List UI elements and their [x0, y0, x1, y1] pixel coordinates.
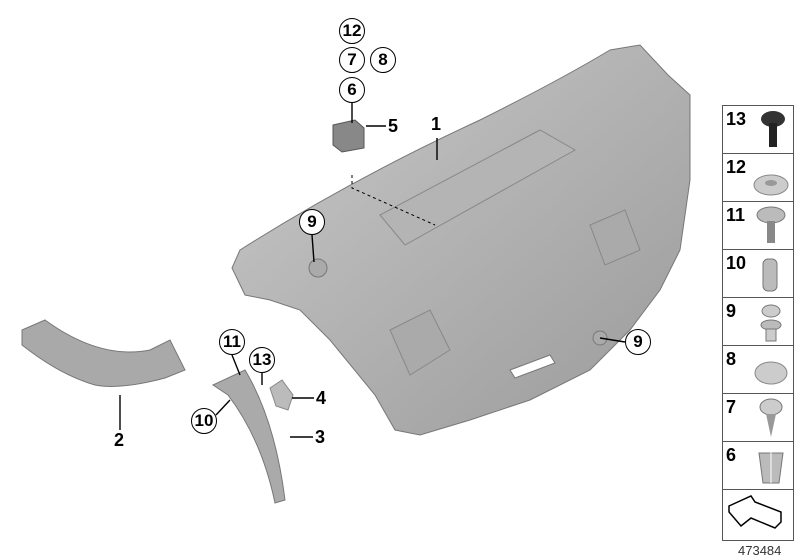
legend-row-7: 7: [723, 394, 793, 442]
expanding-nut-icon: [762, 258, 778, 292]
callout-8: 8: [370, 47, 396, 73]
clip-part-5: [332, 119, 365, 153]
callout-12: 12: [339, 18, 365, 44]
trim-part-2: [21, 319, 186, 387]
label-1: 1: [431, 114, 442, 134]
panel-recess: [379, 129, 577, 246]
callout-13: 13: [249, 347, 275, 373]
legend-row-arrow: [723, 490, 793, 540]
callout-9: 9: [625, 329, 651, 355]
legend-row-10: 10: [723, 250, 793, 298]
legend-row-13: 13: [723, 106, 793, 154]
legend-row-11: 11: [723, 202, 793, 250]
slotted-screw-icon: [756, 206, 786, 243]
legend-row-6: 6: [723, 442, 793, 490]
label-4: 4: [316, 388, 327, 408]
label-5: 5: [388, 116, 399, 136]
label-3: 3: [315, 427, 326, 447]
trim-part-3: [211, 369, 286, 504]
legend-row-9: 9: [723, 298, 793, 346]
trunk-lid-trim-panel: [231, 44, 691, 436]
panel-handle-cutout: [509, 354, 556, 379]
callout-6: 6: [339, 77, 365, 103]
torx-screw-icon: [759, 398, 783, 437]
label-2: 2: [114, 430, 125, 450]
push-clip-icon: [760, 304, 782, 342]
cap-icon: [754, 361, 788, 385]
parts-legend: 13 12 11 10 9 8 7 6: [722, 105, 794, 541]
callout-11: 11: [219, 329, 245, 355]
legend-row-8: 8: [723, 346, 793, 394]
slotted-screw-dark-icon: [761, 111, 785, 147]
callout-10: 10: [191, 408, 217, 434]
image-id: 473484: [738, 543, 782, 558]
clip-part-4: [269, 379, 294, 411]
direction-arrow-icon: [728, 495, 782, 529]
legend-row-12: 12: [723, 154, 793, 202]
callout-7: 7: [339, 47, 365, 73]
square-nut-icon: [758, 451, 784, 484]
callout-9: 9: [299, 209, 325, 235]
panel-tab-left: [389, 309, 451, 376]
washer-cup-icon: [753, 174, 789, 196]
panel-tab-right: [589, 209, 641, 266]
